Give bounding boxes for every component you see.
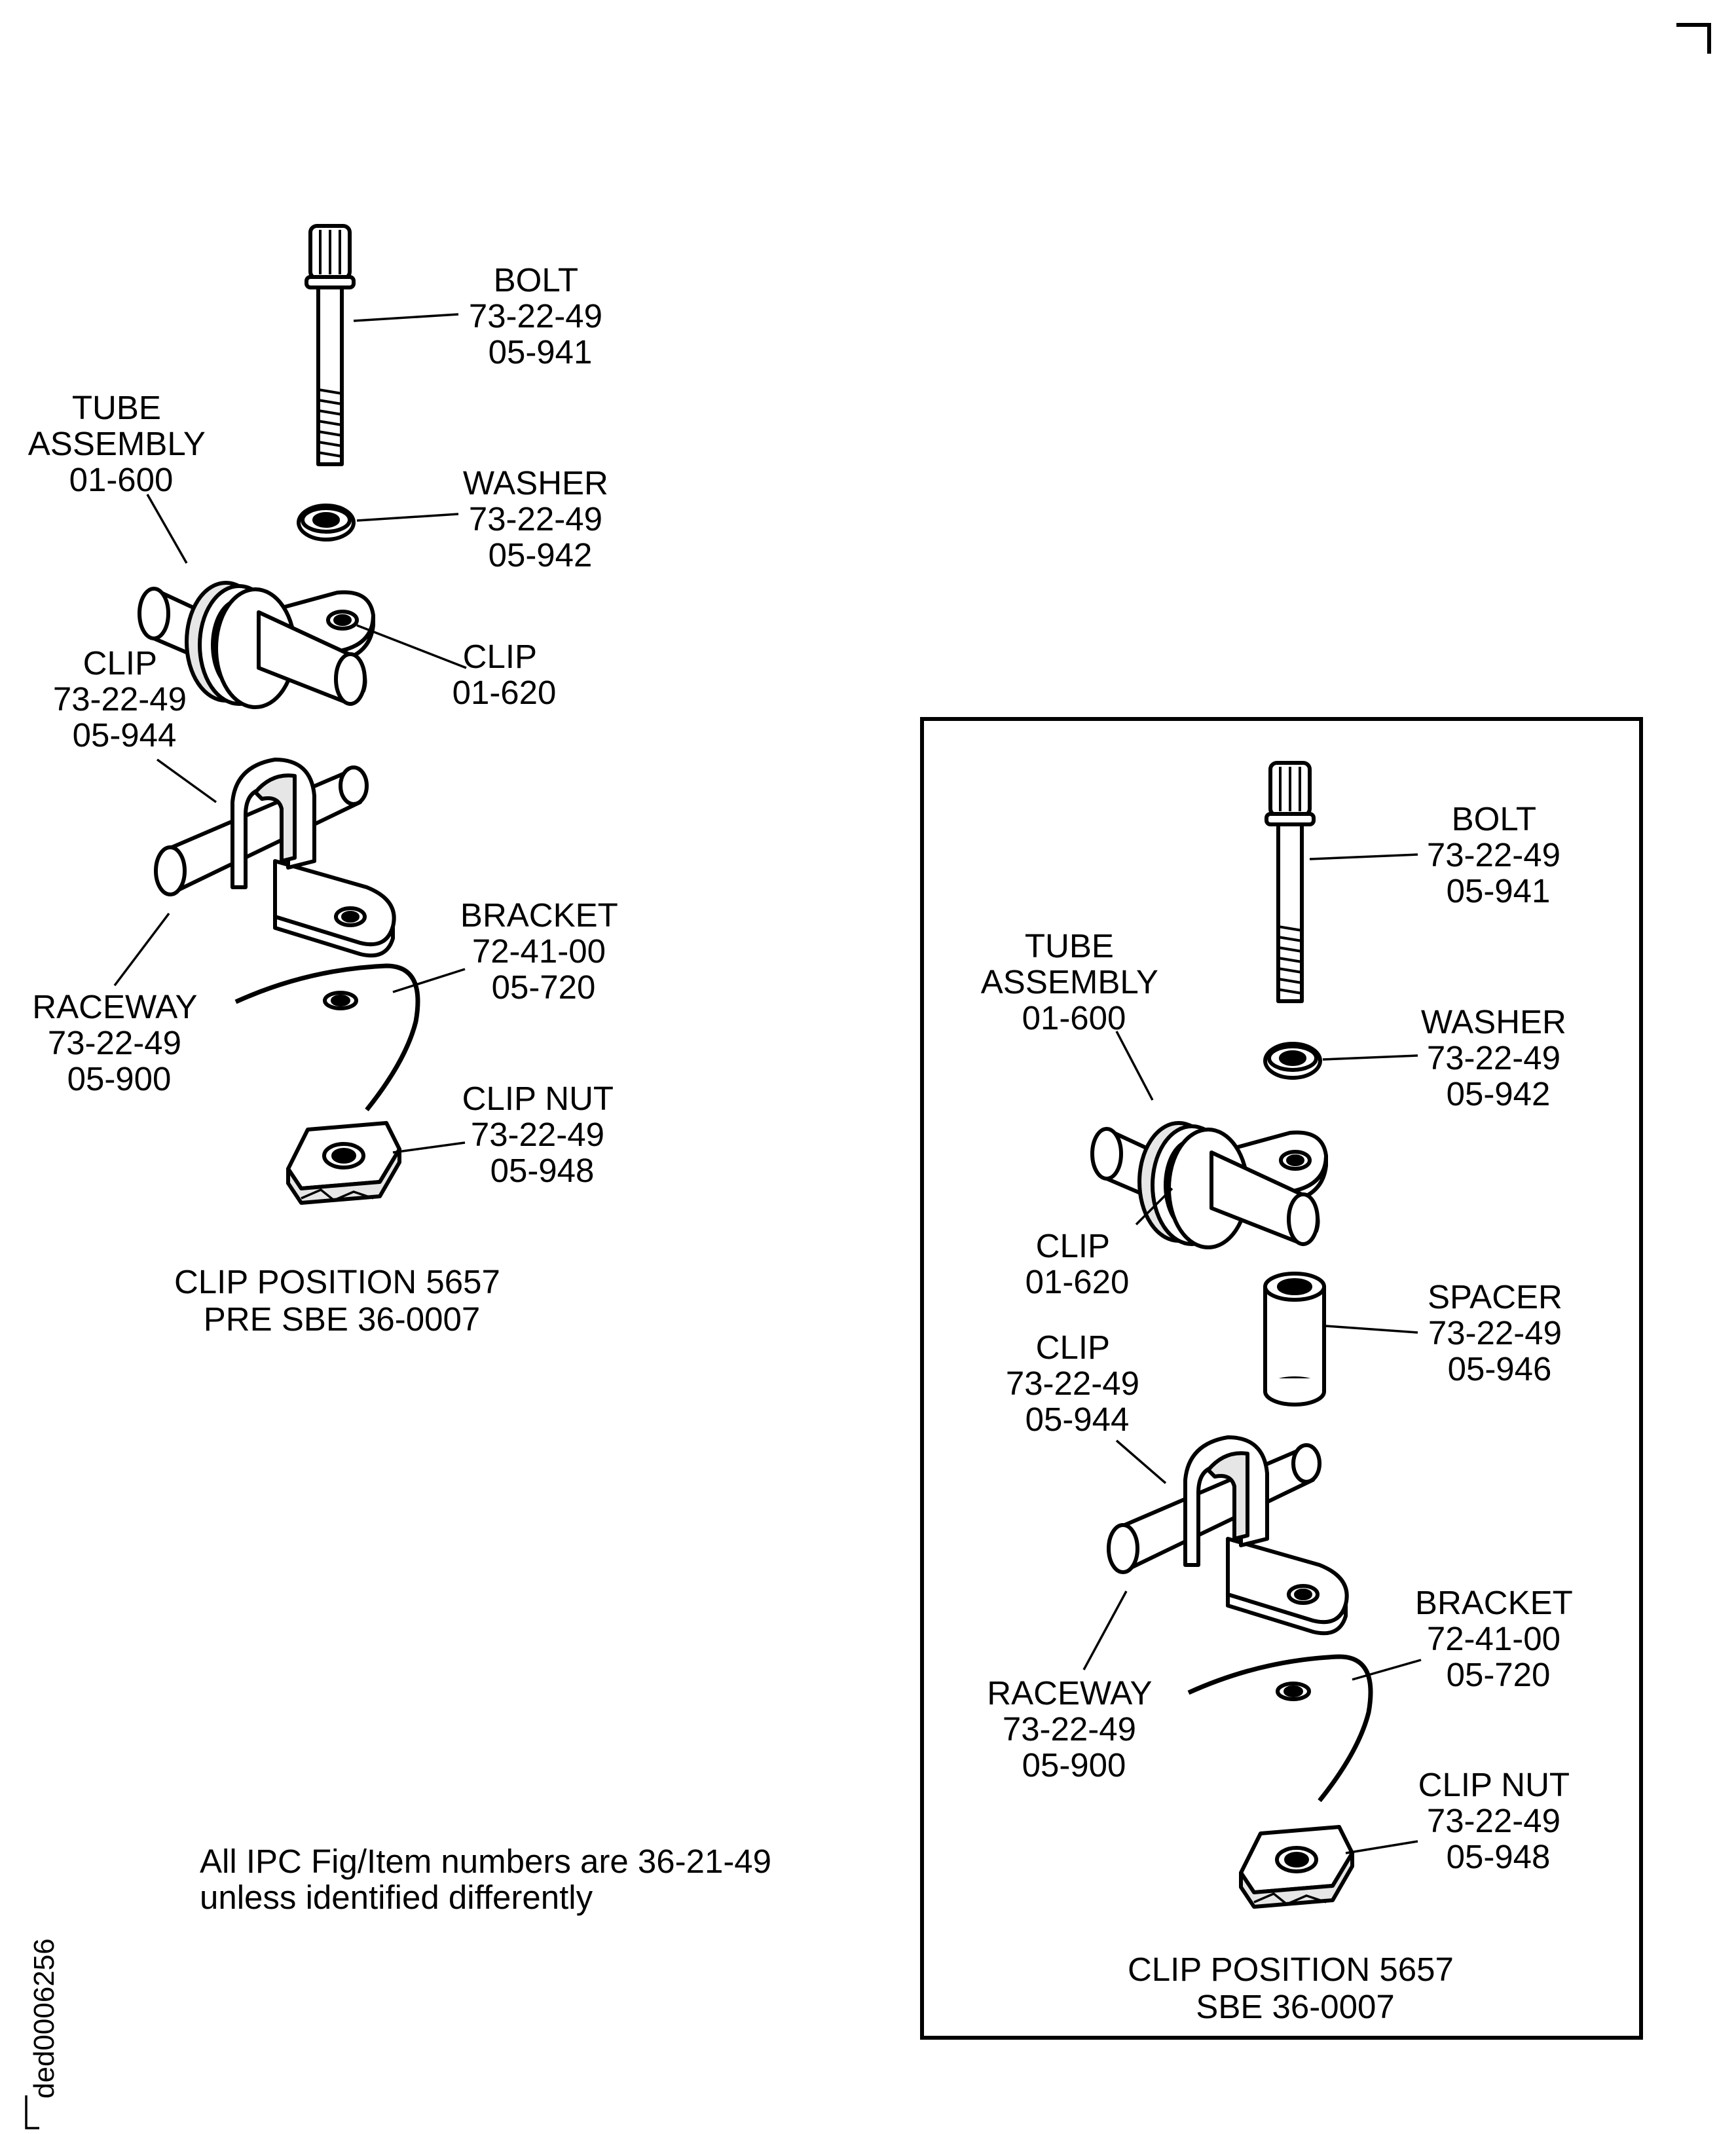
- right-tube-leader: [1115, 1031, 1154, 1101]
- right-bolt-part: [1266, 763, 1314, 1001]
- left-tube-leader: [146, 494, 188, 564]
- right-view-frame: [920, 717, 1643, 2040]
- left-bolt-label: BOLT 73-22-49 05-941: [469, 261, 612, 371]
- right-spacer-leader: [1325, 1325, 1418, 1334]
- right-bolt-label: BOLT 73-22-49 05-941: [1427, 800, 1570, 910]
- left-bracket-leader: [392, 968, 466, 993]
- right-bolt-leader: [1309, 853, 1418, 860]
- right-caption: CLIP POSITION 5657 SBE 36-0007: [1128, 1951, 1463, 2025]
- right-washer-leader: [1322, 1054, 1418, 1061]
- left-clip-nut-leader: [392, 1141, 466, 1154]
- right-clip-upper-leader: [1135, 1187, 1173, 1226]
- left-clip-nut-part: [288, 1123, 399, 1203]
- right-view: BOLT 73-22-49 05-941 WASHER 73-22-49 05-…: [981, 763, 1581, 2025]
- left-view: BOLT 73-22-49 05-941 WASHER 73-22-49 05-…: [28, 226, 627, 1338]
- right-bracket-leader: [1352, 1659, 1422, 1681]
- left-washer-leader: [356, 513, 459, 522]
- left-tube-label: TUBE ASSEMBLY 01-600: [28, 389, 214, 498]
- right-clip-nut-leader: [1345, 1840, 1418, 1854]
- left-clip-upper-label: CLIP 01-620: [452, 638, 557, 711]
- right-clip-nut-part: [1241, 1827, 1352, 1907]
- left-washer-label: WASHER 73-22-49 05-942: [463, 464, 618, 574]
- right-raceway-part: [1109, 1437, 1347, 1633]
- left-bolt-leader: [353, 313, 459, 322]
- right-bracket-part: [1189, 1657, 1371, 1801]
- right-washer-label: WASHER 73-22-49 05-942: [1421, 1003, 1576, 1113]
- left-caption: CLIP POSITION 5657 PRE SBE 36-0007: [174, 1263, 509, 1338]
- ipc-note: All IPC Fig/Item numbers are 36-21-49 un…: [200, 1843, 781, 1916]
- right-tube-label: TUBE ASSEMBLY 01-600: [981, 927, 1167, 1037]
- left-clip-lower-label: CLIP 73-22-49 05-944: [53, 644, 196, 754]
- right-raceway-label: RACEWAY 73-22-49 05-900: [987, 1674, 1160, 1784]
- right-tube-clip-part: [1092, 1123, 1326, 1247]
- left-bracket-label: BRACKET 72-41-00 05-720: [460, 896, 627, 1006]
- right-clip-lower-label: CLIP 73-22-49 05-944: [1006, 1329, 1149, 1438]
- right-bracket-label: BRACKET 72-41-00 05-720: [1415, 1584, 1581, 1693]
- left-clip-upper-leader: [356, 624, 467, 669]
- figure-id-mark: [25, 2095, 39, 2129]
- left-raceway-leader: [113, 912, 170, 987]
- figure-id: ded0006256: [28, 1938, 60, 2099]
- right-washer-part: [1265, 1044, 1320, 1078]
- left-raceway-part: [156, 760, 394, 955]
- right-raceway-leader: [1082, 1591, 1128, 1670]
- corner-bracket: [1676, 23, 1711, 54]
- right-clip-upper-label: CLIP 01-620: [1025, 1227, 1130, 1300]
- left-bracket-part: [236, 966, 418, 1110]
- left-bolt-part: [306, 226, 354, 464]
- left-clip-nut-label: CLIP NUT 73-22-49 05-948: [462, 1080, 623, 1189]
- left-raceway-label: RACEWAY 73-22-49 05-900: [32, 988, 206, 1097]
- right-spacer-part: [1265, 1274, 1324, 1405]
- left-clip-lower-leader: [156, 758, 217, 803]
- right-spacer-label: SPACER 73-22-49 05-946: [1428, 1278, 1572, 1388]
- right-clip-lower-leader: [1115, 1439, 1167, 1484]
- right-clip-nut-label: CLIP NUT 73-22-49 05-948: [1418, 1766, 1579, 1875]
- left-washer-part: [299, 506, 354, 540]
